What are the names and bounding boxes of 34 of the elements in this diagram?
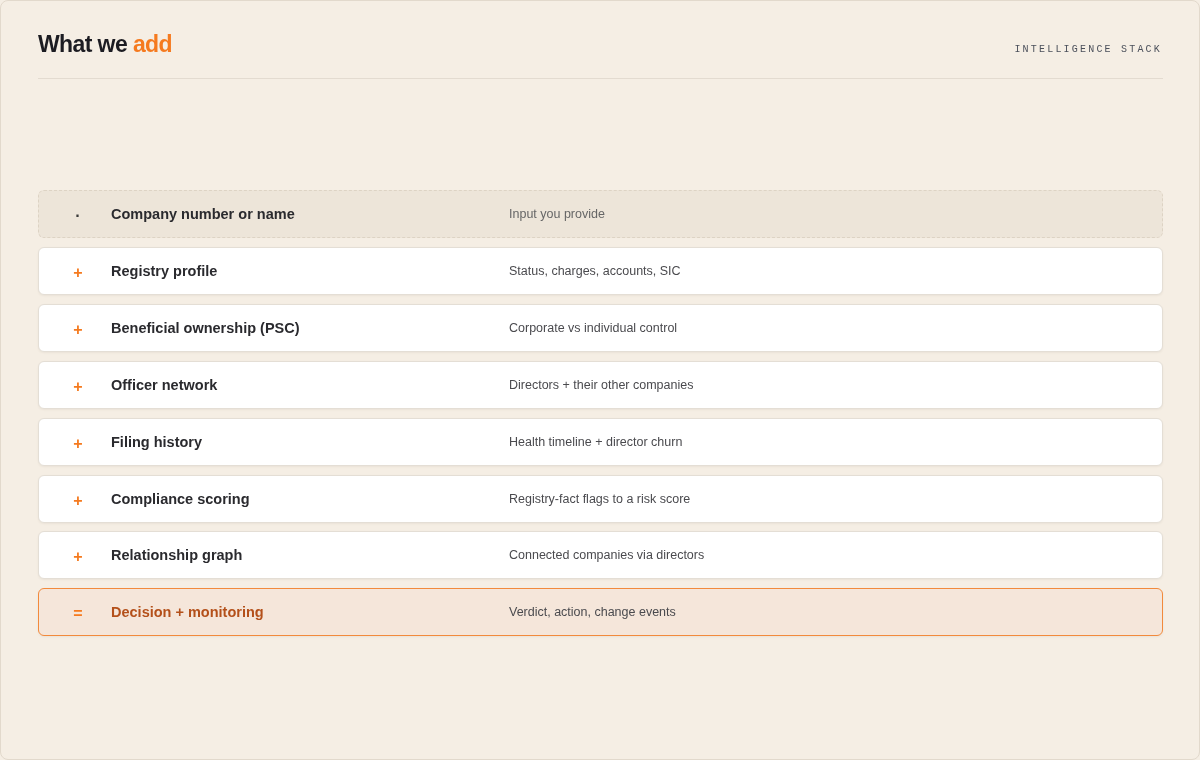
- step-title: Officer network: [111, 376, 218, 394]
- step-title: Beneficial ownership (PSC): [111, 319, 300, 337]
- step-row: [38, 531, 1163, 579]
- step-title: Relationship graph: [111, 546, 243, 564]
- step-row: [38, 475, 1163, 523]
- step-marker: ·: [74, 206, 82, 226]
- step-marker: +: [72, 547, 84, 567]
- step-marker: +: [72, 491, 84, 511]
- step-title: Company number or name: [111, 205, 295, 223]
- result-row: [38, 588, 1163, 636]
- step-description: Directors + their other companies: [509, 377, 694, 393]
- title: What we add: [38, 31, 172, 58]
- step-description: Corporate vs individual control: [509, 320, 678, 336]
- step-marker: +: [72, 434, 84, 454]
- step-row: [38, 361, 1163, 409]
- step-title: Filing history: [111, 433, 203, 451]
- step-marker: +: [72, 263, 84, 283]
- step-description: Status, charges, accounts, SIC: [509, 263, 681, 279]
- step-marker: =: [72, 604, 84, 624]
- step-description: Input you provide: [509, 206, 605, 222]
- step-title: Compliance scoring: [111, 490, 250, 508]
- step-row: [38, 418, 1163, 466]
- step-marker: +: [72, 320, 84, 340]
- step-title: Registry profile: [111, 262, 218, 280]
- step-marker: +: [72, 377, 84, 397]
- section-label: INTELLIGENCE STACK: [1014, 44, 1162, 55]
- step-description: Health timeline + director churn: [509, 434, 683, 450]
- step-row: [38, 247, 1163, 295]
- input-row: [38, 190, 1163, 238]
- step-row: [38, 304, 1163, 352]
- step-description: Verdict, action, change events: [509, 604, 676, 620]
- step-title: Decision + monitoring: [111, 603, 264, 621]
- step-description: Connected companies via directors: [509, 547, 705, 563]
- step-description: Registry-fact flags to a risk score: [509, 491, 691, 507]
